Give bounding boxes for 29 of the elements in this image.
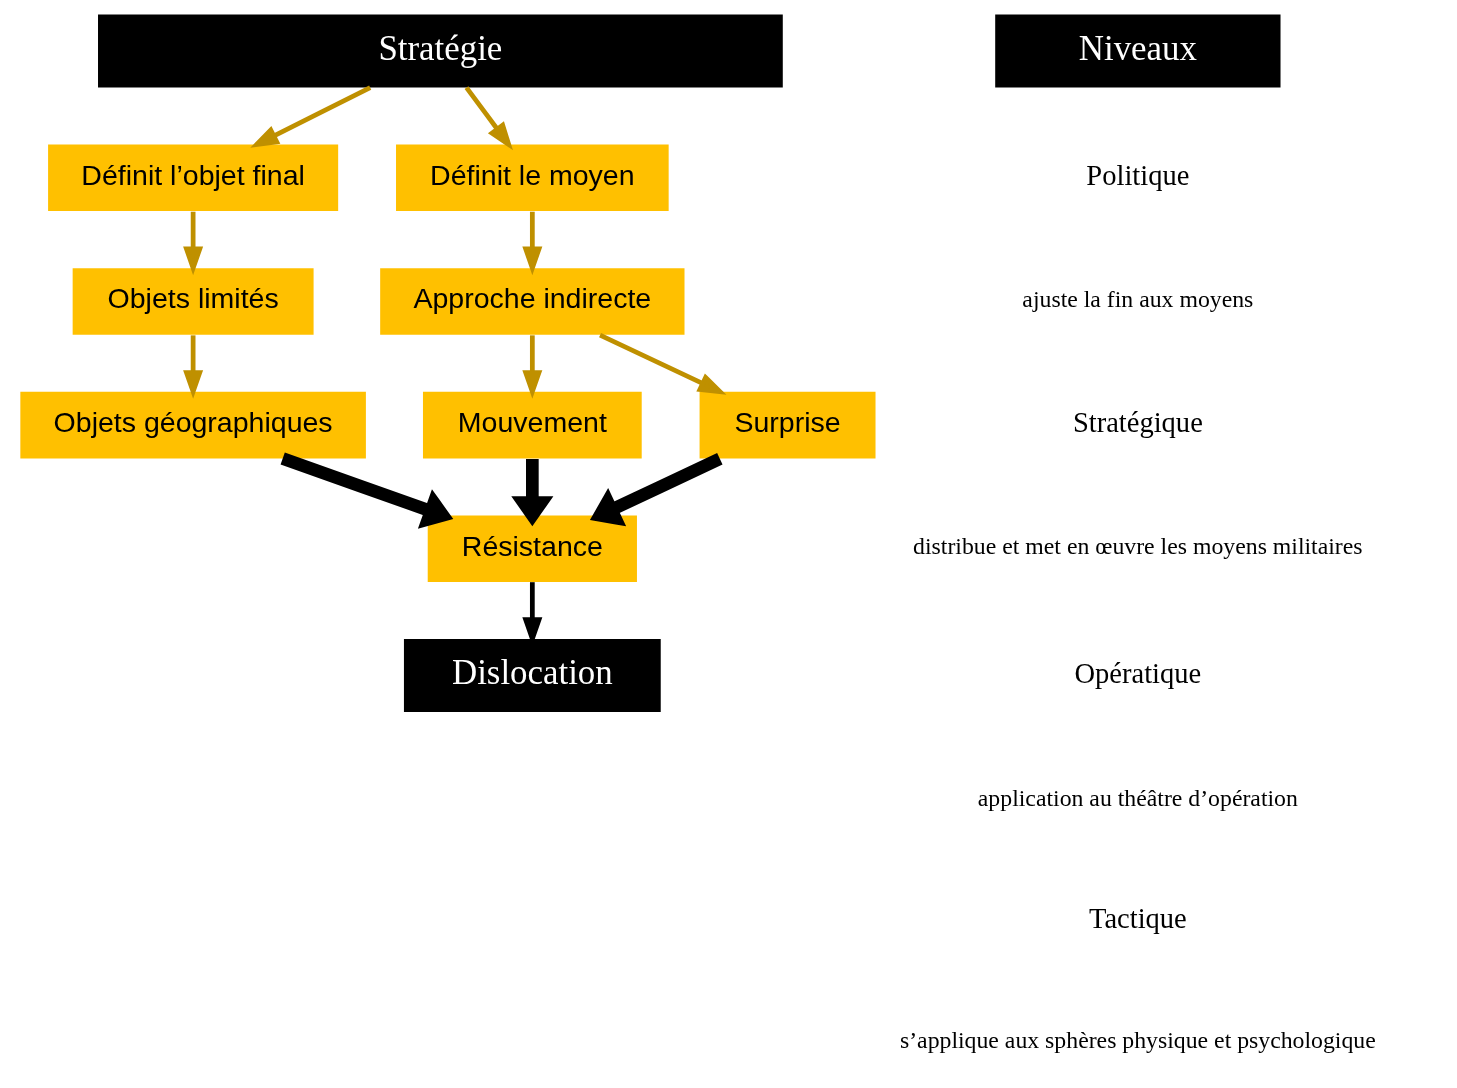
node-box: Surprise xyxy=(699,391,876,459)
arrow xyxy=(464,86,513,151)
node-box: Résistance xyxy=(427,515,637,583)
node-box: Dislocation xyxy=(403,639,661,712)
node-box: Approche indirecte xyxy=(380,268,685,335)
label: Tactique xyxy=(1088,903,1187,935)
label: Politique xyxy=(1086,159,1190,191)
arrow xyxy=(522,211,543,276)
label: Stratégique xyxy=(1072,407,1203,439)
node-box: Définit l’objet final xyxy=(48,144,339,212)
arrow xyxy=(511,459,554,527)
node-box: Mouvement xyxy=(422,391,642,459)
node-box: Définit le moyen xyxy=(396,144,669,212)
arrow xyxy=(183,335,204,399)
label: distribue et met en œuvre les moyens militaires xyxy=(913,533,1363,560)
arrow xyxy=(589,452,723,527)
node-box: Objets limités xyxy=(72,268,314,335)
node-box: Objets géographiques xyxy=(20,391,366,459)
arrow xyxy=(522,335,543,399)
label: ajuste la fin aux moyens xyxy=(1022,286,1254,313)
label: s’applique aux sphères physique et psychologique xyxy=(899,1027,1376,1054)
label: Opératique xyxy=(1074,657,1202,689)
node-box: Niveaux xyxy=(995,14,1281,88)
label: application au théâtre d’opération xyxy=(977,784,1298,811)
arrow xyxy=(183,211,204,276)
arrow xyxy=(250,85,372,148)
arrow xyxy=(599,332,727,395)
node-box: Stratégie xyxy=(98,14,783,88)
arrow xyxy=(280,452,454,529)
